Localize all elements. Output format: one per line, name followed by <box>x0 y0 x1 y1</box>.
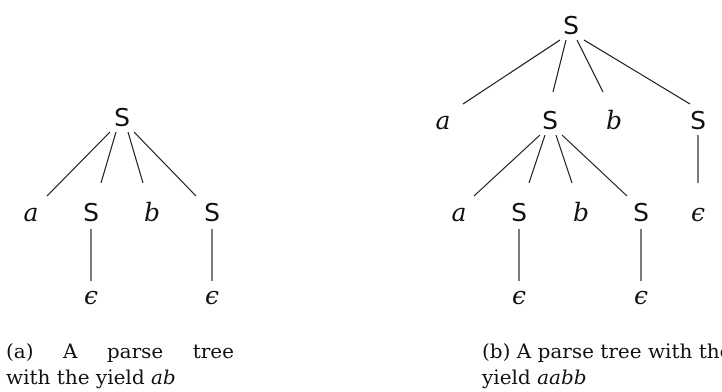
edge <box>133 131 197 197</box>
caption-a-word: A <box>62 339 78 363</box>
edge <box>100 131 117 184</box>
edge <box>576 39 604 93</box>
tree-b-inner-S-left: S <box>511 198 527 227</box>
tree-b-inner-leaf-a: a <box>452 198 467 227</box>
tree-b-inner-leaf-b: b <box>573 198 589 227</box>
caption-a-label: (a) <box>6 339 34 363</box>
caption-a: (a) A parse tree with the yield ab <box>6 338 234 390</box>
tree-a-epsilon-left: ϵ <box>84 281 98 310</box>
tree-b-S-right: S <box>690 106 706 135</box>
tree-b: S a S b S a S b S ϵ ϵ ϵ <box>436 11 706 310</box>
tree-b-epsilon-right: ϵ <box>691 198 705 227</box>
edge <box>46 131 111 197</box>
tree-b-epsilon-left: ϵ <box>512 281 526 310</box>
caption-b-yield: aabb <box>537 365 587 389</box>
caption-b-text: yield <box>482 365 531 389</box>
tree-a-epsilon-right: ϵ <box>205 281 219 310</box>
tree-b-S-middle: S <box>542 106 558 135</box>
parse-trees: S a S b S ϵ ϵ S a S b S a <box>24 11 706 310</box>
tree-a: S a S b S ϵ ϵ <box>24 103 220 310</box>
tree-a-root-S: S <box>114 103 130 132</box>
edge <box>552 39 567 93</box>
tree-b-leaf-b: b <box>606 106 622 135</box>
edge <box>528 134 546 184</box>
edge <box>561 134 628 197</box>
caption-a-line-1: (a) A parse tree <box>6 338 234 364</box>
caption-a-yield: ab <box>151 365 176 389</box>
caption-a-word: parse <box>106 339 164 363</box>
edge <box>127 131 144 184</box>
edge <box>473 134 541 197</box>
tree-b-root-S: S <box>563 11 579 40</box>
edge <box>583 39 691 105</box>
tree-b-epsilon-mid: ϵ <box>634 281 648 310</box>
tree-a-S-right: S <box>204 198 220 227</box>
tree-a-leaf-b: b <box>144 198 160 227</box>
caption-a-text: with the yield <box>6 365 145 389</box>
caption-a-line-2: with the yield ab <box>6 364 234 390</box>
tree-a-leaf-a: a <box>24 198 39 227</box>
caption-b: (b) A parse tree with the yield aabb <box>482 338 722 390</box>
tree-b-leaf-a: a <box>436 106 451 135</box>
caption-b-line-1: (b) A parse tree with the <box>482 339 722 363</box>
tree-b-inner-S-right: S <box>633 198 649 227</box>
tree-a-S-left: S <box>83 198 99 227</box>
caption-a-word: tree <box>192 339 234 363</box>
edge <box>462 39 561 105</box>
caption-b-line-2: yield aabb <box>482 364 722 390</box>
edge <box>555 134 573 184</box>
